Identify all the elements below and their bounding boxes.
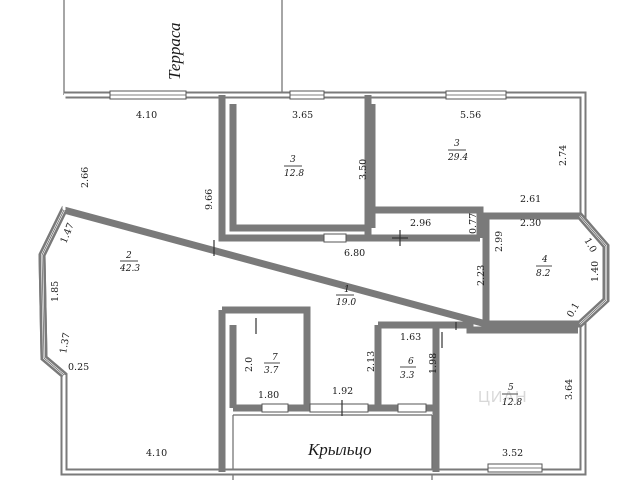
room-3-large: 3 29.4 bbox=[447, 139, 468, 163]
dim-label: 3.52 bbox=[502, 448, 523, 459]
dim-label: 2.13 bbox=[366, 351, 377, 372]
room-number: 6 bbox=[408, 357, 414, 367]
room-area: 3.3 bbox=[400, 371, 415, 381]
dim-label: 2.61 bbox=[520, 194, 541, 205]
dim-label: 1.92 bbox=[332, 386, 353, 397]
room-7: 7 3.7 bbox=[264, 353, 280, 376]
dim-label: 2.0 bbox=[244, 357, 255, 372]
left-bay-window bbox=[38, 208, 68, 378]
room-number: 5 bbox=[508, 383, 514, 393]
room-area: 8.2 bbox=[536, 269, 551, 279]
dim-label: 2.66 bbox=[80, 167, 91, 188]
room-area: 29.4 bbox=[447, 153, 468, 163]
room-number: 2 bbox=[125, 251, 132, 261]
windows bbox=[109, 90, 543, 473]
porch-label: Крыльцо bbox=[307, 440, 372, 459]
door-marks bbox=[213, 230, 457, 416]
terrace-label: Терраса bbox=[165, 23, 184, 81]
dim-label: 1.63 bbox=[400, 332, 421, 343]
room-number: 7 bbox=[272, 353, 278, 363]
room-area: 12.8 bbox=[502, 398, 522, 408]
dim-label: 6.80 bbox=[344, 248, 365, 259]
room-area: 12.8 bbox=[284, 169, 304, 179]
room-area: 42.3 bbox=[119, 264, 140, 274]
dim-label: 2.99 bbox=[494, 231, 505, 252]
room-number: 1 bbox=[344, 285, 350, 295]
dim-label: 1.47 bbox=[59, 221, 77, 245]
dim-label: 3.65 bbox=[292, 110, 313, 121]
dim-label: 0.77 bbox=[468, 213, 479, 234]
terrace-area bbox=[63, 0, 283, 95]
dimension-labels: 4.10 3.65 5.56 2.66 9.66 3.50 2.74 2.61 … bbox=[50, 110, 601, 459]
room-2: 2 42.3 bbox=[119, 251, 140, 274]
dim-label: 2.30 bbox=[520, 218, 541, 229]
dim-label: 9.66 bbox=[204, 189, 215, 210]
room-3-small: 3 12.8 bbox=[284, 155, 304, 179]
room-area: 19.0 bbox=[336, 298, 356, 308]
dim-label: 1.98 bbox=[428, 353, 439, 374]
dim-label: 4.10 bbox=[136, 110, 157, 121]
room-1: 1 19.0 bbox=[336, 285, 356, 308]
room-number: 3 bbox=[454, 139, 460, 149]
dim-label: 3.50 bbox=[358, 159, 369, 180]
dim-label: 2.23 bbox=[476, 265, 487, 286]
dim-label: 1.37 bbox=[58, 332, 73, 355]
dim-label: 4.10 bbox=[146, 448, 167, 459]
room-5: 5 12.8 bbox=[502, 383, 522, 408]
dim-label: 0.25 bbox=[68, 362, 89, 373]
room-number: 3 bbox=[290, 155, 296, 165]
dim-label: 0.1 bbox=[565, 301, 582, 320]
dim-label: 2.96 bbox=[410, 218, 431, 229]
dim-label: 3.64 bbox=[564, 379, 575, 400]
dim-label: 1.40 bbox=[590, 261, 601, 282]
room-4: 4 8.2 bbox=[536, 255, 552, 279]
dim-label: 5.56 bbox=[460, 110, 481, 121]
room-area: 3.7 bbox=[264, 366, 279, 376]
outer-wall-inner-line bbox=[62, 93, 585, 474]
dim-label: 2.74 bbox=[558, 145, 569, 166]
watermark: ЦИАН bbox=[478, 389, 528, 406]
room-6: 6 3.3 bbox=[400, 357, 416, 381]
room-number: 4 bbox=[541, 255, 548, 265]
dim-label: 1.85 bbox=[50, 281, 61, 302]
right-bay-window bbox=[482, 212, 610, 328]
dim-label: 1.80 bbox=[258, 390, 279, 401]
